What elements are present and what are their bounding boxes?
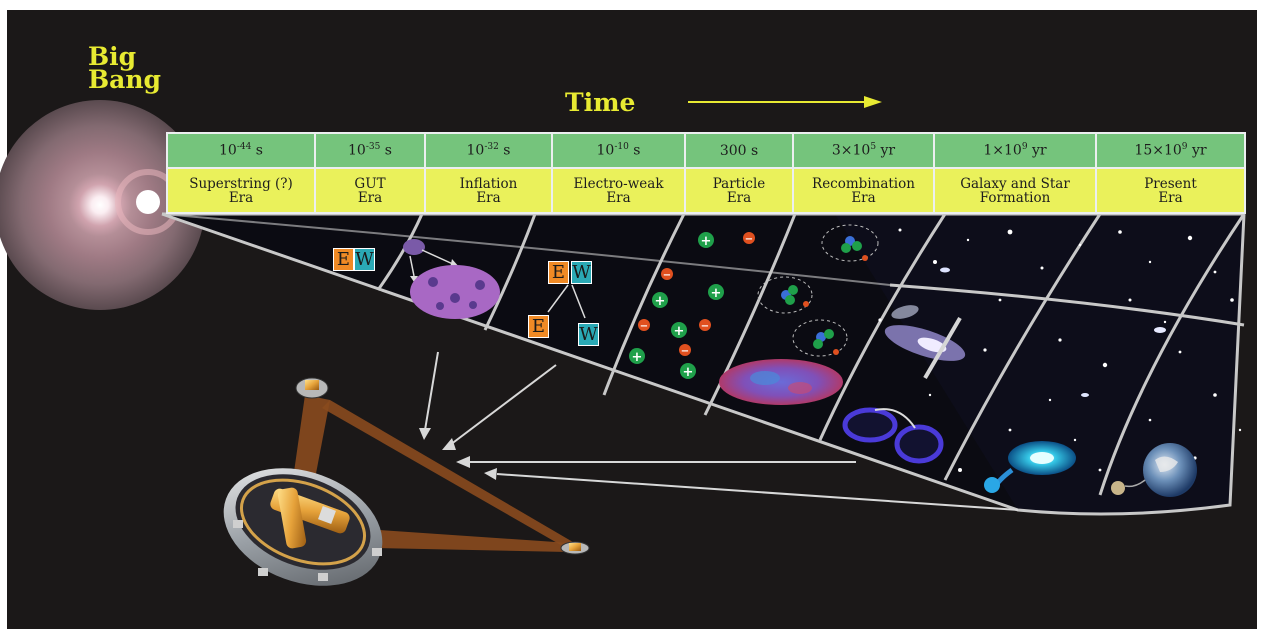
pointer-arrows [419,351,1019,511]
time-unit: s [633,142,641,159]
particle-sign: + [655,294,666,309]
time-unit: yr [1191,142,1207,159]
particle-sign: − [663,270,671,281]
time-base: 10 [596,142,615,159]
particle-sign: + [632,350,643,365]
era-name-suffix: Formation [979,189,1051,206]
expanding-universe-cone [161,212,1246,516]
era-name-suffix: Era [606,189,631,206]
era-time-cell: 10-10 s [551,132,686,169]
spiral-galaxy-image [984,441,1076,493]
era-name-cell: Superstring (?)Era [166,167,316,214]
era-table: 10-44 s 10-35 s 10-32 s 10-10 s 300 s 3×… [166,132,1246,214]
time-unit: yr [1032,142,1047,159]
time-base: 300 [719,142,747,159]
time-exponent: 9 [1021,142,1028,153]
era-time-row: 10-44 s 10-35 s 10-32 s 10-10 s 300 s 3×… [166,132,1246,169]
era-time-cell: 3×105 yr [792,132,935,169]
era-name: Inflation [459,175,518,192]
era-name-suffix: Era [476,189,501,206]
big-bang-title-line2: Bang [88,65,161,94]
time-exponent: -10 [614,142,629,153]
time-exponent: 5 [870,142,877,153]
cmb-map [719,359,843,405]
weak-force-box: W [578,323,599,346]
era-name: Electro-weak [573,175,664,192]
electromagnetic-force-box: E [528,315,549,338]
time-exponent: -44 [236,142,252,153]
particle-sign: + [701,234,712,249]
time-base: 10 [466,142,485,159]
galaxy-illustration [884,305,966,380]
particle-sign: − [640,321,648,332]
era-time-cell: 15×109 yr [1095,132,1246,169]
lisa-spacecraft-main [223,468,383,586]
particle-sign: − [681,346,689,357]
time-exponent: -32 [484,142,499,153]
star-field [878,228,1242,472]
lisa-spacecraft-top [295,377,329,399]
particle-sign: − [701,321,709,332]
time-base: 10 [219,142,237,159]
era-name: GUT [354,175,386,192]
era-name: Present [1144,175,1197,192]
inflation-illustration [403,239,500,319]
time-base: 10 [348,142,366,159]
particle-sign: + [683,365,694,380]
era-time-cell: 10-32 s [424,132,553,169]
time-base: 15×10 [1134,142,1182,159]
time-base: 3×10 [831,142,871,159]
era-name-suffix: Era [726,189,752,206]
era-time-cell: 10-35 s [314,132,426,169]
earth-image [1111,443,1197,497]
era-time-cell: 10-44 s [166,132,316,169]
time-unit: yr [880,142,896,159]
era-name-suffix: Era [228,189,254,206]
weak-force-box: W [354,248,375,271]
particle-sign: − [745,234,753,245]
particle-era-particles: + + + + + + − − − − − [629,232,755,380]
electroweak-split-arrows [547,284,586,319]
time-unit: s [384,142,392,159]
time-unit: s [255,142,263,159]
time-unit: s [751,142,759,159]
electromagnetic-force-box: E [333,248,354,271]
star-formation-illustration [842,407,944,464]
time-base: 1×10 [983,142,1022,159]
era-name: Recombination [812,175,915,192]
time-unit: s [503,142,511,159]
recombination-atoms [757,224,879,357]
era-name-suffix: Era [357,189,383,206]
era-time-cell: 300 s [684,132,794,169]
era-name: Galaxy and Star [960,175,1070,192]
big-bang-title-line1: Big [88,42,137,71]
particle-sign: + [674,324,685,339]
weak-force-box: W [571,261,592,284]
era-name-suffix: Era [1158,189,1183,206]
big-bang-title: Big Bang [88,42,161,94]
particle-sign: + [711,286,722,301]
era-name-suffix: Era [851,189,876,206]
electromagnetic-force-box: E [548,261,569,284]
era-name: Superstring (?) [189,175,293,192]
time-exponent: 9 [1181,142,1188,153]
time-exponent: -35 [365,142,381,153]
time-axis-label: Time [565,88,636,117]
time-arrow-icon [688,96,882,108]
era-time-cell: 1×109 yr [933,132,1097,169]
era-name: Particle [712,175,766,192]
lisa-spacecraft-right [560,541,590,555]
